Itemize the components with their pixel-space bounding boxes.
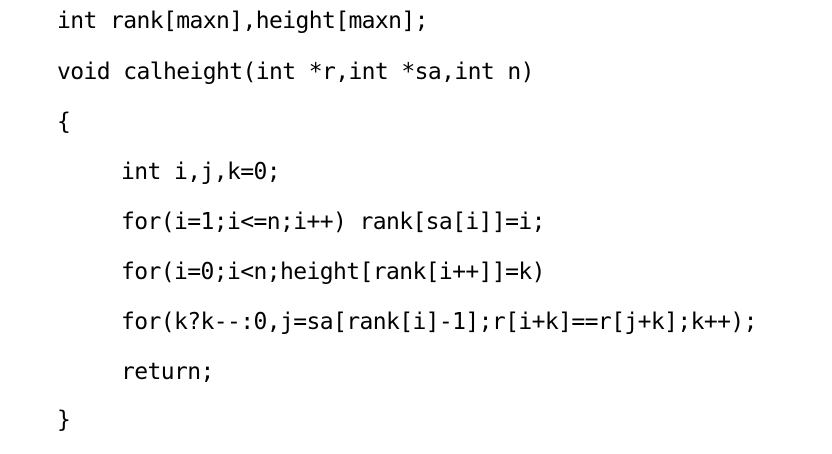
code-line-rank-loop: for(i=1;i<=n;i++) rank[sa[i]]=i; (121, 209, 546, 235)
code-line-compare-loop: for(k?k--:0,j=sa[rank[i]-1];r[i+k]==r[j+… (121, 309, 757, 335)
code-line-function-signature: void calheight(int *r,int *sa,int n) (57, 59, 535, 85)
code-line-declaration: int rank[maxn],height[maxn]; (57, 8, 429, 34)
code-line-variable-init: int i,j,k=0; (121, 159, 281, 185)
code-line-close-brace: } (57, 407, 71, 433)
code-line-return: return; (121, 359, 214, 385)
code-line-height-loop: for(i=0;i<n;height[rank[i++]]=k) (121, 259, 546, 285)
code-line-open-brace: { (57, 109, 71, 135)
